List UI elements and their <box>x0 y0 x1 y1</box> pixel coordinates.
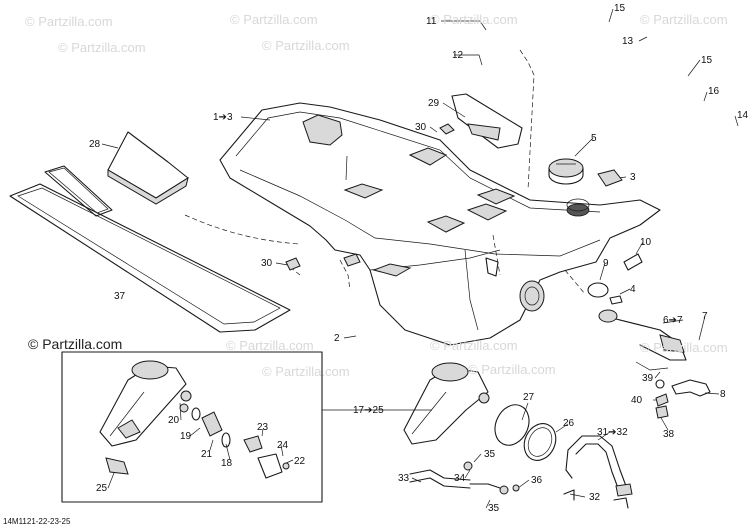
ring-9 <box>587 282 609 298</box>
pump-assembly <box>403 362 490 445</box>
fuel-cap <box>548 158 584 185</box>
callout-39: 39 <box>642 373 654 384</box>
watermark: © Partzilla.com <box>262 364 350 379</box>
watermark: © Partzilla.com <box>58 40 146 55</box>
callout-40: 40 <box>631 395 643 406</box>
watermark: © Partzilla.com <box>226 338 314 353</box>
pad-28 <box>107 131 189 205</box>
callout-11: 11 <box>426 16 437 27</box>
watermark: © Partzilla.com <box>262 38 350 53</box>
callout-20: 20 <box>168 415 180 426</box>
callout-2: 2 <box>334 333 340 344</box>
callout-30: 30 <box>415 122 427 133</box>
callout-23: 23 <box>257 422 269 433</box>
part-3 <box>597 169 623 187</box>
callout-4: 4 <box>630 284 636 295</box>
callout-16: 16 <box>708 86 720 97</box>
watermark: © Partzilla.com <box>230 12 318 27</box>
callout-19: 19 <box>180 431 192 442</box>
watermark: © Partzilla.com <box>25 14 113 29</box>
callout-22: 22 <box>294 456 306 467</box>
callout-35: 35 <box>484 449 496 460</box>
callout-15: 15 <box>614 3 626 14</box>
clip-30c <box>343 253 361 267</box>
watermark: © Partzilla.com <box>640 12 728 27</box>
callout-34: 34 <box>454 473 466 484</box>
callout-35: 35 <box>488 503 500 514</box>
part-4 <box>609 295 623 305</box>
hose-8-group <box>655 379 711 419</box>
o-ring-27 <box>494 404 530 446</box>
callout-12: 12 <box>452 50 464 61</box>
callout-7: 7 <box>702 311 708 322</box>
callout-28: 28 <box>89 139 101 150</box>
callout-33: 33 <box>398 473 410 484</box>
callout-6-7: 6➔7 <box>663 315 683 326</box>
fuel-tank <box>219 102 661 346</box>
clamp-32b <box>613 497 629 509</box>
callout-26: 26 <box>563 418 575 429</box>
callout-1-3: 1➔3 <box>213 112 233 123</box>
callout-36: 36 <box>531 475 543 486</box>
lock-ring-26 <box>523 423 557 461</box>
callout-13: 13 <box>622 36 634 47</box>
callout-24: 24 <box>277 440 289 451</box>
callout-3: 3 <box>630 172 636 183</box>
callout-25: 25 <box>96 483 108 494</box>
strip-pad <box>9 165 291 333</box>
watermark: © Partzilla.com <box>468 362 556 377</box>
detail-pump <box>99 360 290 479</box>
callout-21: 21 <box>201 449 213 460</box>
hoses-33-36 <box>409 461 520 495</box>
callout-29: 29 <box>428 98 440 109</box>
callout-9: 9 <box>603 258 609 269</box>
callout-15: 15 <box>701 55 713 66</box>
callout-38: 38 <box>663 429 675 440</box>
callout-10: 10 <box>640 237 652 248</box>
callout-37: 37 <box>114 291 126 302</box>
leader-lines <box>101 8 739 509</box>
watermark: © Partzilla.com <box>640 340 728 355</box>
detail-box <box>61 351 323 503</box>
callout-8: 8 <box>720 389 726 400</box>
callout-14: 14 <box>737 110 749 121</box>
drawing-code: 14M1121-22-23-25 <box>3 517 71 526</box>
fuel-sender <box>598 309 687 371</box>
watermark: © Partzilla.com <box>430 338 518 353</box>
callout-31-32: 31➔32 <box>597 427 628 438</box>
callout-32: 32 <box>589 492 601 503</box>
shield-29 <box>451 93 523 149</box>
callout-5: 5 <box>591 133 597 144</box>
watermark: © Partzilla.com <box>430 12 518 27</box>
watermark-main: © Partzilla.com <box>28 336 123 352</box>
callout-17-25: 17➔25 <box>353 405 384 416</box>
hose-31-32 <box>565 435 633 497</box>
callout-18: 18 <box>221 458 233 469</box>
clamp-32a <box>563 489 575 501</box>
gasket-10 <box>623 253 643 271</box>
clip-30a <box>439 123 455 135</box>
callout-30: 30 <box>261 258 273 269</box>
clip-30b <box>285 257 301 271</box>
callout-27: 27 <box>523 392 535 403</box>
